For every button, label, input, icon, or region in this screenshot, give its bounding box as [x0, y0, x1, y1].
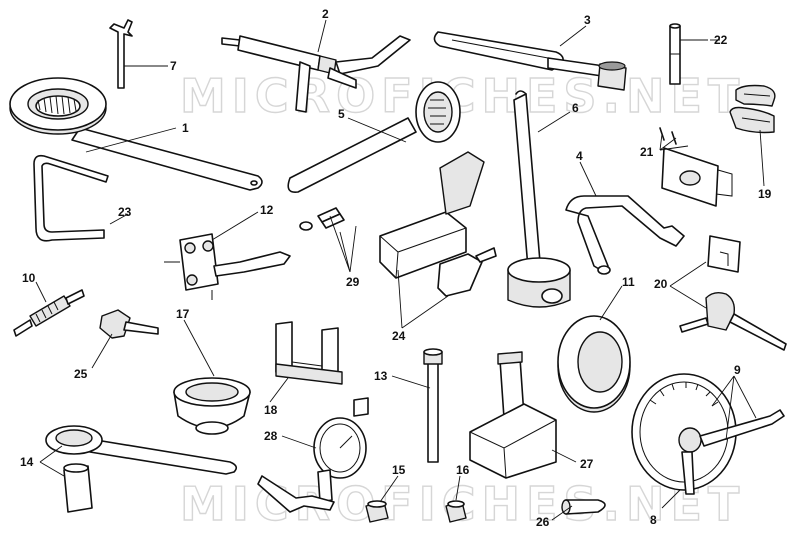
watermark-top: MICROFICHES.NET [180, 69, 745, 123]
tool-4-crank-handle [565, 195, 685, 275]
callout-6: 6 [572, 101, 579, 115]
tool-22-pin [669, 23, 681, 85]
tool-19-split-sleeve [729, 84, 776, 134]
tool-29-links [299, 207, 345, 231]
callout-12: 12 [260, 203, 274, 217]
callout-8: 8 [650, 513, 657, 527]
tool-21-plate [659, 127, 733, 207]
callout-4: 4 [576, 149, 583, 163]
callout-19: 19 [758, 187, 772, 201]
tool-25-adapter [99, 309, 159, 339]
callout-13: 13 [374, 369, 388, 383]
tool-15-knurled-knob [365, 500, 389, 523]
callout-25: 25 [74, 367, 88, 381]
tool-5-ring-wrench [287, 81, 461, 194]
callout-26: 26 [536, 515, 550, 529]
callout-21: 21 [640, 145, 654, 159]
callout-1: 1 [182, 121, 189, 135]
callout-20: 20 [654, 277, 668, 291]
callout-24: 24 [392, 329, 406, 343]
callout-2: 2 [322, 7, 329, 21]
tool-13-long-pin [423, 348, 443, 463]
tool-16-knurled-knob [445, 500, 467, 523]
tool-1-ring-spanner [9, 77, 263, 191]
tool-17-socket-cup [173, 377, 251, 435]
tool-18-u-frame [275, 321, 343, 385]
callout-18: 18 [264, 403, 278, 417]
callout-3: 3 [584, 13, 591, 27]
callout-10: 10 [22, 271, 36, 285]
callout-27: 27 [580, 457, 594, 471]
callout-5: 5 [338, 107, 345, 121]
tool-23-bent-rod [33, 154, 109, 242]
leader-lines [35, 19, 765, 521]
callout-14: 14 [20, 455, 34, 469]
callout-7: 7 [170, 59, 177, 73]
tool-9-degree-wheel [631, 373, 785, 495]
tool-2-puller [221, 35, 411, 113]
tool-26-bullet-pin [561, 499, 606, 515]
callout-9: 9 [734, 363, 741, 377]
tool-20-plate-lock [679, 235, 787, 351]
callout-29: 29 [346, 275, 360, 289]
callout-11: 11 [622, 275, 635, 289]
callout-22: 22 [714, 33, 728, 47]
tool-7-hook-pin [109, 19, 133, 89]
callout-28: 28 [264, 429, 278, 443]
callout-17: 17 [176, 307, 190, 321]
tool-24-case-gauge [379, 151, 497, 297]
tool-3-slide-bar [433, 31, 627, 91]
tool-10-threaded-plug [13, 289, 85, 337]
tool-27-stand [469, 351, 557, 479]
tool-28-dial-gauge [257, 397, 369, 513]
tool-11-ring [557, 315, 631, 413]
tool-6-long-socket-bar [507, 90, 571, 308]
callout-23: 23 [118, 205, 132, 219]
callout-16: 16 [456, 463, 470, 477]
callout-15: 15 [392, 463, 406, 477]
tool-12-fork-puller [164, 233, 291, 300]
callout-labels: 1 2 3 4 5 6 7 8 9 10 11 12 13 14 15 16 1… [20, 7, 772, 529]
